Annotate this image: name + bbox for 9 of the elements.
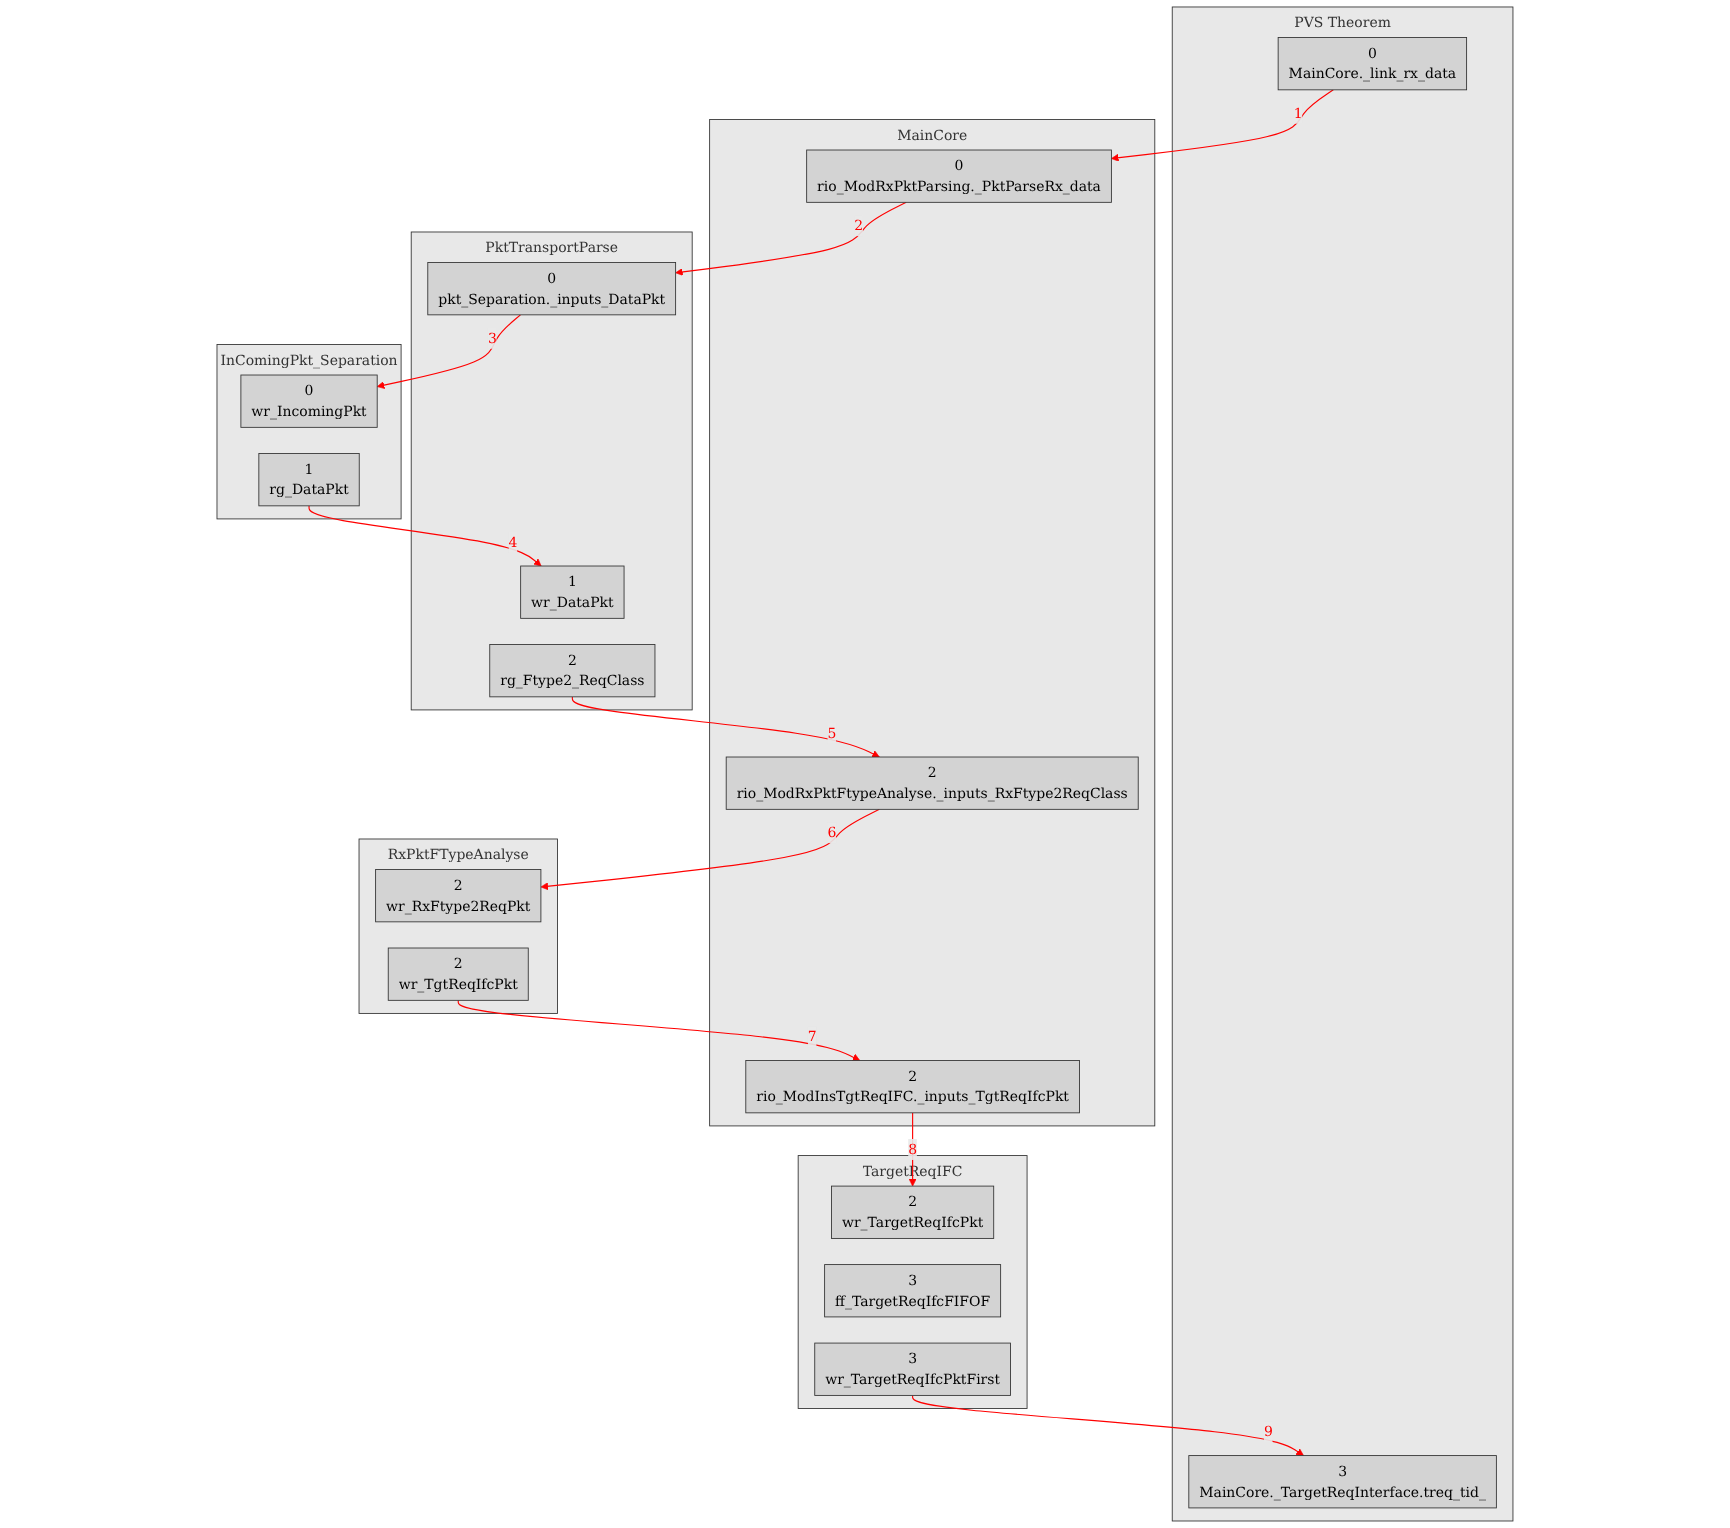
arrow bbox=[908, 1112, 917, 1187]
arrow bbox=[912, 1394, 1304, 1456]
arrow bbox=[1111, 89, 1334, 162]
arrow bbox=[571, 696, 880, 758]
arrow bbox=[376, 314, 522, 389]
arrow bbox=[675, 201, 907, 276]
arrow bbox=[308, 505, 542, 567]
arrow bbox=[540, 808, 880, 891]
arrow bbox=[457, 999, 861, 1061]
